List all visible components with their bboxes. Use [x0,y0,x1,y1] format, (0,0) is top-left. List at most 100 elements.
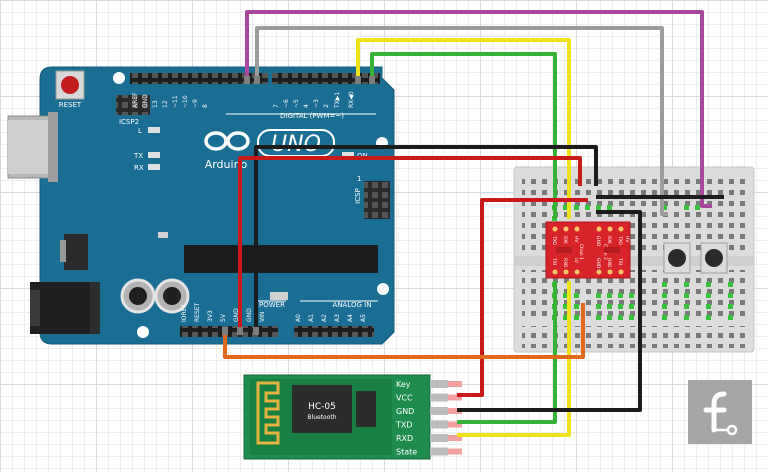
analog-pin-label: A2 [321,314,328,322]
wire-red-vcc[interactable] [457,198,588,397]
hc05-pin-tip [448,408,462,414]
memory-chip [356,391,376,427]
wire-yellow[interactable] [356,38,571,437]
reset-label: RESET [59,101,82,109]
digital-pin-label: ~10 [182,95,189,108]
hc05-pin-label-gnd: GND [396,407,414,416]
hc05-pin-label-vcc: VCC [396,394,413,403]
icsp2-label: ICSP2 [119,118,139,126]
digital-pin-label: GND [142,94,149,108]
power-pin-label: IOREF [181,304,188,322]
power-pin-label: GND [233,308,240,322]
analog-pin-label: A0 [295,314,302,322]
rx-led-label: RX [134,164,144,172]
ls-top-pin-label: RXI [606,236,612,244]
digital-label: DIGITAL (PWM=~) [280,112,344,120]
hc05-pin-label-key: Key [396,380,411,389]
ls-bottom-pin-label: TXI [551,257,557,265]
digital-pin-label: ~6 [283,99,290,108]
wire-black-hc05-gnd[interactable] [457,210,642,412]
ls-top-pin-label: GND [595,236,601,247]
arduino-brand: Arduino [205,158,248,171]
hc05-title: HC-05 [308,402,336,412]
hc05-pin-vcc[interactable] [430,393,448,402]
mount-hole [377,283,389,295]
power-pin-label: RESET [194,302,201,322]
hc05-pin-tip [448,381,462,387]
digital-pin-label: TX▶1 [334,92,341,109]
icsp-label: ICSP [354,188,362,204]
ls-top-pin-label: HV [573,236,579,243]
push-button-2[interactable] [700,242,728,274]
on-led [342,152,354,158]
capacitor-2 [154,278,190,314]
ls-top-pin-label: TXO [617,235,623,246]
hc05-pin-tip [448,448,462,455]
mount-hole [137,326,149,338]
reset-button[interactable] [55,70,85,100]
ls-bottom-pin-label: TXI [617,257,623,265]
smd-component [270,292,288,300]
wire-purple[interactable] [245,10,712,208]
digital-pin-label: 4 [303,104,310,108]
power-label: POWER [259,301,285,309]
power-pin-label: 3V3 [207,310,214,322]
ls-chan1-label: Chan 1 [578,244,584,260]
arduino-logo-icon [204,131,250,151]
hc05-pin-state[interactable] [430,447,448,456]
hc05-pin-tip [448,421,462,428]
wire-black-gnd[interactable] [254,145,598,331]
ls-bottom-pin-label: LV [573,258,579,264]
hc05-pin-rxd[interactable] [430,434,448,442]
wire-gray[interactable] [255,26,668,216]
push-button-1[interactable] [663,242,691,274]
power-pin-label: VIN [259,312,266,322]
hc05-pin-label-state: State [396,448,417,457]
tx-led-label: TX [133,152,143,160]
fritzing-logo-icon [688,380,752,444]
digital-pin-label: ~9 [192,99,199,108]
smd-component [158,232,168,238]
analog-pin-label: A1 [308,314,315,322]
arduino-uno-board: RESET ICSP2 L TX RX ON Arduino UNO ICSP … [7,66,395,345]
analog-pin-label: A3 [334,314,341,322]
digital-pin-label: 2 [323,104,330,108]
ls-mosfet [556,247,572,253]
wire-orange-3v3[interactable] [223,303,585,359]
voltage-regulator [60,234,88,270]
icsp-pin1-label: 1 [357,175,361,183]
wire-green[interactable] [370,52,557,424]
digital-pin-label: 13 [152,100,159,108]
bluetooth-chip [292,385,352,433]
hc05-pin-key[interactable] [430,380,448,388]
ls-top-pin-label: RXI [562,236,568,244]
ls-bottom-pin-label: GND [595,258,601,269]
microcontroller-chip [184,245,378,273]
ls-bottom-pin-label: RXO [606,258,612,268]
wire-red-5v[interactable] [238,156,582,331]
digital-pin-label: 8 [202,104,209,108]
digital-pin-label: ~3 [313,99,320,108]
hc05-pin-gnd[interactable] [430,407,448,415]
digital-pin-label: RX◀0 [348,91,355,108]
l-led-label: L [138,127,142,135]
power-pin-label: 5V [220,313,227,322]
analog-pin-label: A4 [347,314,354,322]
analog-label: ANALOG IN [333,301,372,309]
analog-pin-label: A5 [360,314,367,322]
dc-power-jack [30,282,100,334]
tx-led [148,152,160,158]
l-led [148,127,160,133]
rx-led [148,164,160,170]
hc05-pin-txd[interactable] [430,420,448,429]
usb-connector [7,112,58,182]
uno-logo-text: UNO [271,132,321,157]
digital-pin-label: ~5 [293,99,300,108]
capacitor-1 [120,278,156,314]
hc05-pin-tip [448,435,462,441]
antenna-trace [256,381,280,445]
mount-hole [113,72,125,84]
